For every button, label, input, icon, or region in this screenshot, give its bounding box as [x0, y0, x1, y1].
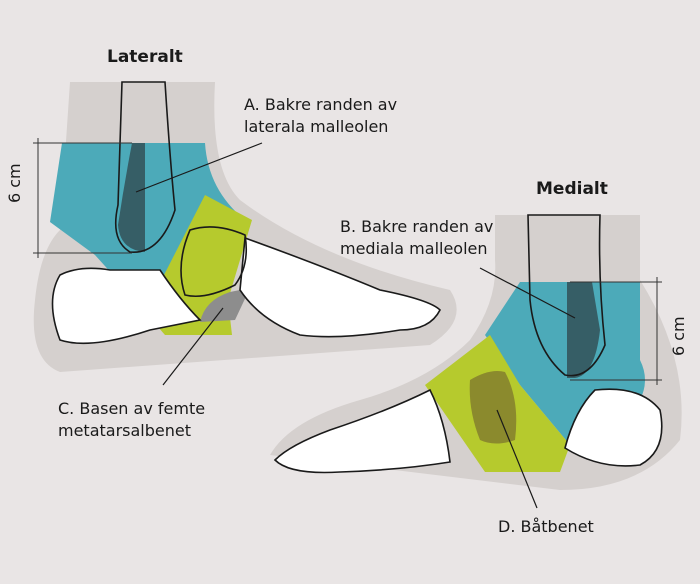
- label-a: A. Bakre randen av laterala malleolen: [244, 94, 397, 138]
- medial-foot: [270, 214, 682, 509]
- fifth-metatarsal-base: [200, 288, 250, 322]
- leader-c: [162, 307, 224, 386]
- medial-view-title: Medialt: [536, 179, 608, 199]
- label-c-line2: metatarsalbenet: [58, 421, 192, 440]
- tibia-medial: [527, 214, 606, 377]
- lateral-measure: 6 cm: [5, 163, 24, 203]
- navicular: [469, 371, 517, 444]
- label-d: D. Båtbenet: [498, 517, 594, 536]
- tibia-lateral: [114, 81, 176, 253]
- leader-b: [479, 267, 576, 319]
- label-b-line1: B. Bakre randen av: [340, 217, 494, 236]
- calcaneus-lateral: [51, 267, 202, 345]
- label-c: C. Basen av femte metatarsalbenet: [58, 398, 205, 442]
- leader-a: [135, 142, 263, 193]
- label-b: B. Bakre randen av mediala malleolen: [340, 216, 493, 260]
- metatarsals-medial: [273, 388, 451, 474]
- label-a-line1: A. Bakre randen av: [244, 95, 398, 114]
- leader-d: [496, 409, 538, 509]
- lateral-malleolus: [118, 143, 145, 252]
- tarsals-lateral: [180, 226, 248, 298]
- label-b-line2: mediala malleolen: [340, 239, 488, 258]
- calcaneus-medial: [564, 388, 663, 467]
- label-c-line1: C. Basen av femte: [58, 399, 206, 418]
- medial-malleolus: [567, 282, 600, 378]
- label-a-line2: laterala malleolen: [244, 117, 389, 136]
- metatarsals-lateral: [239, 236, 441, 338]
- lateral-view-title: Lateralt: [107, 47, 183, 67]
- lateral-foot: [33, 81, 457, 386]
- medial-measure: 6 cm: [669, 316, 688, 356]
